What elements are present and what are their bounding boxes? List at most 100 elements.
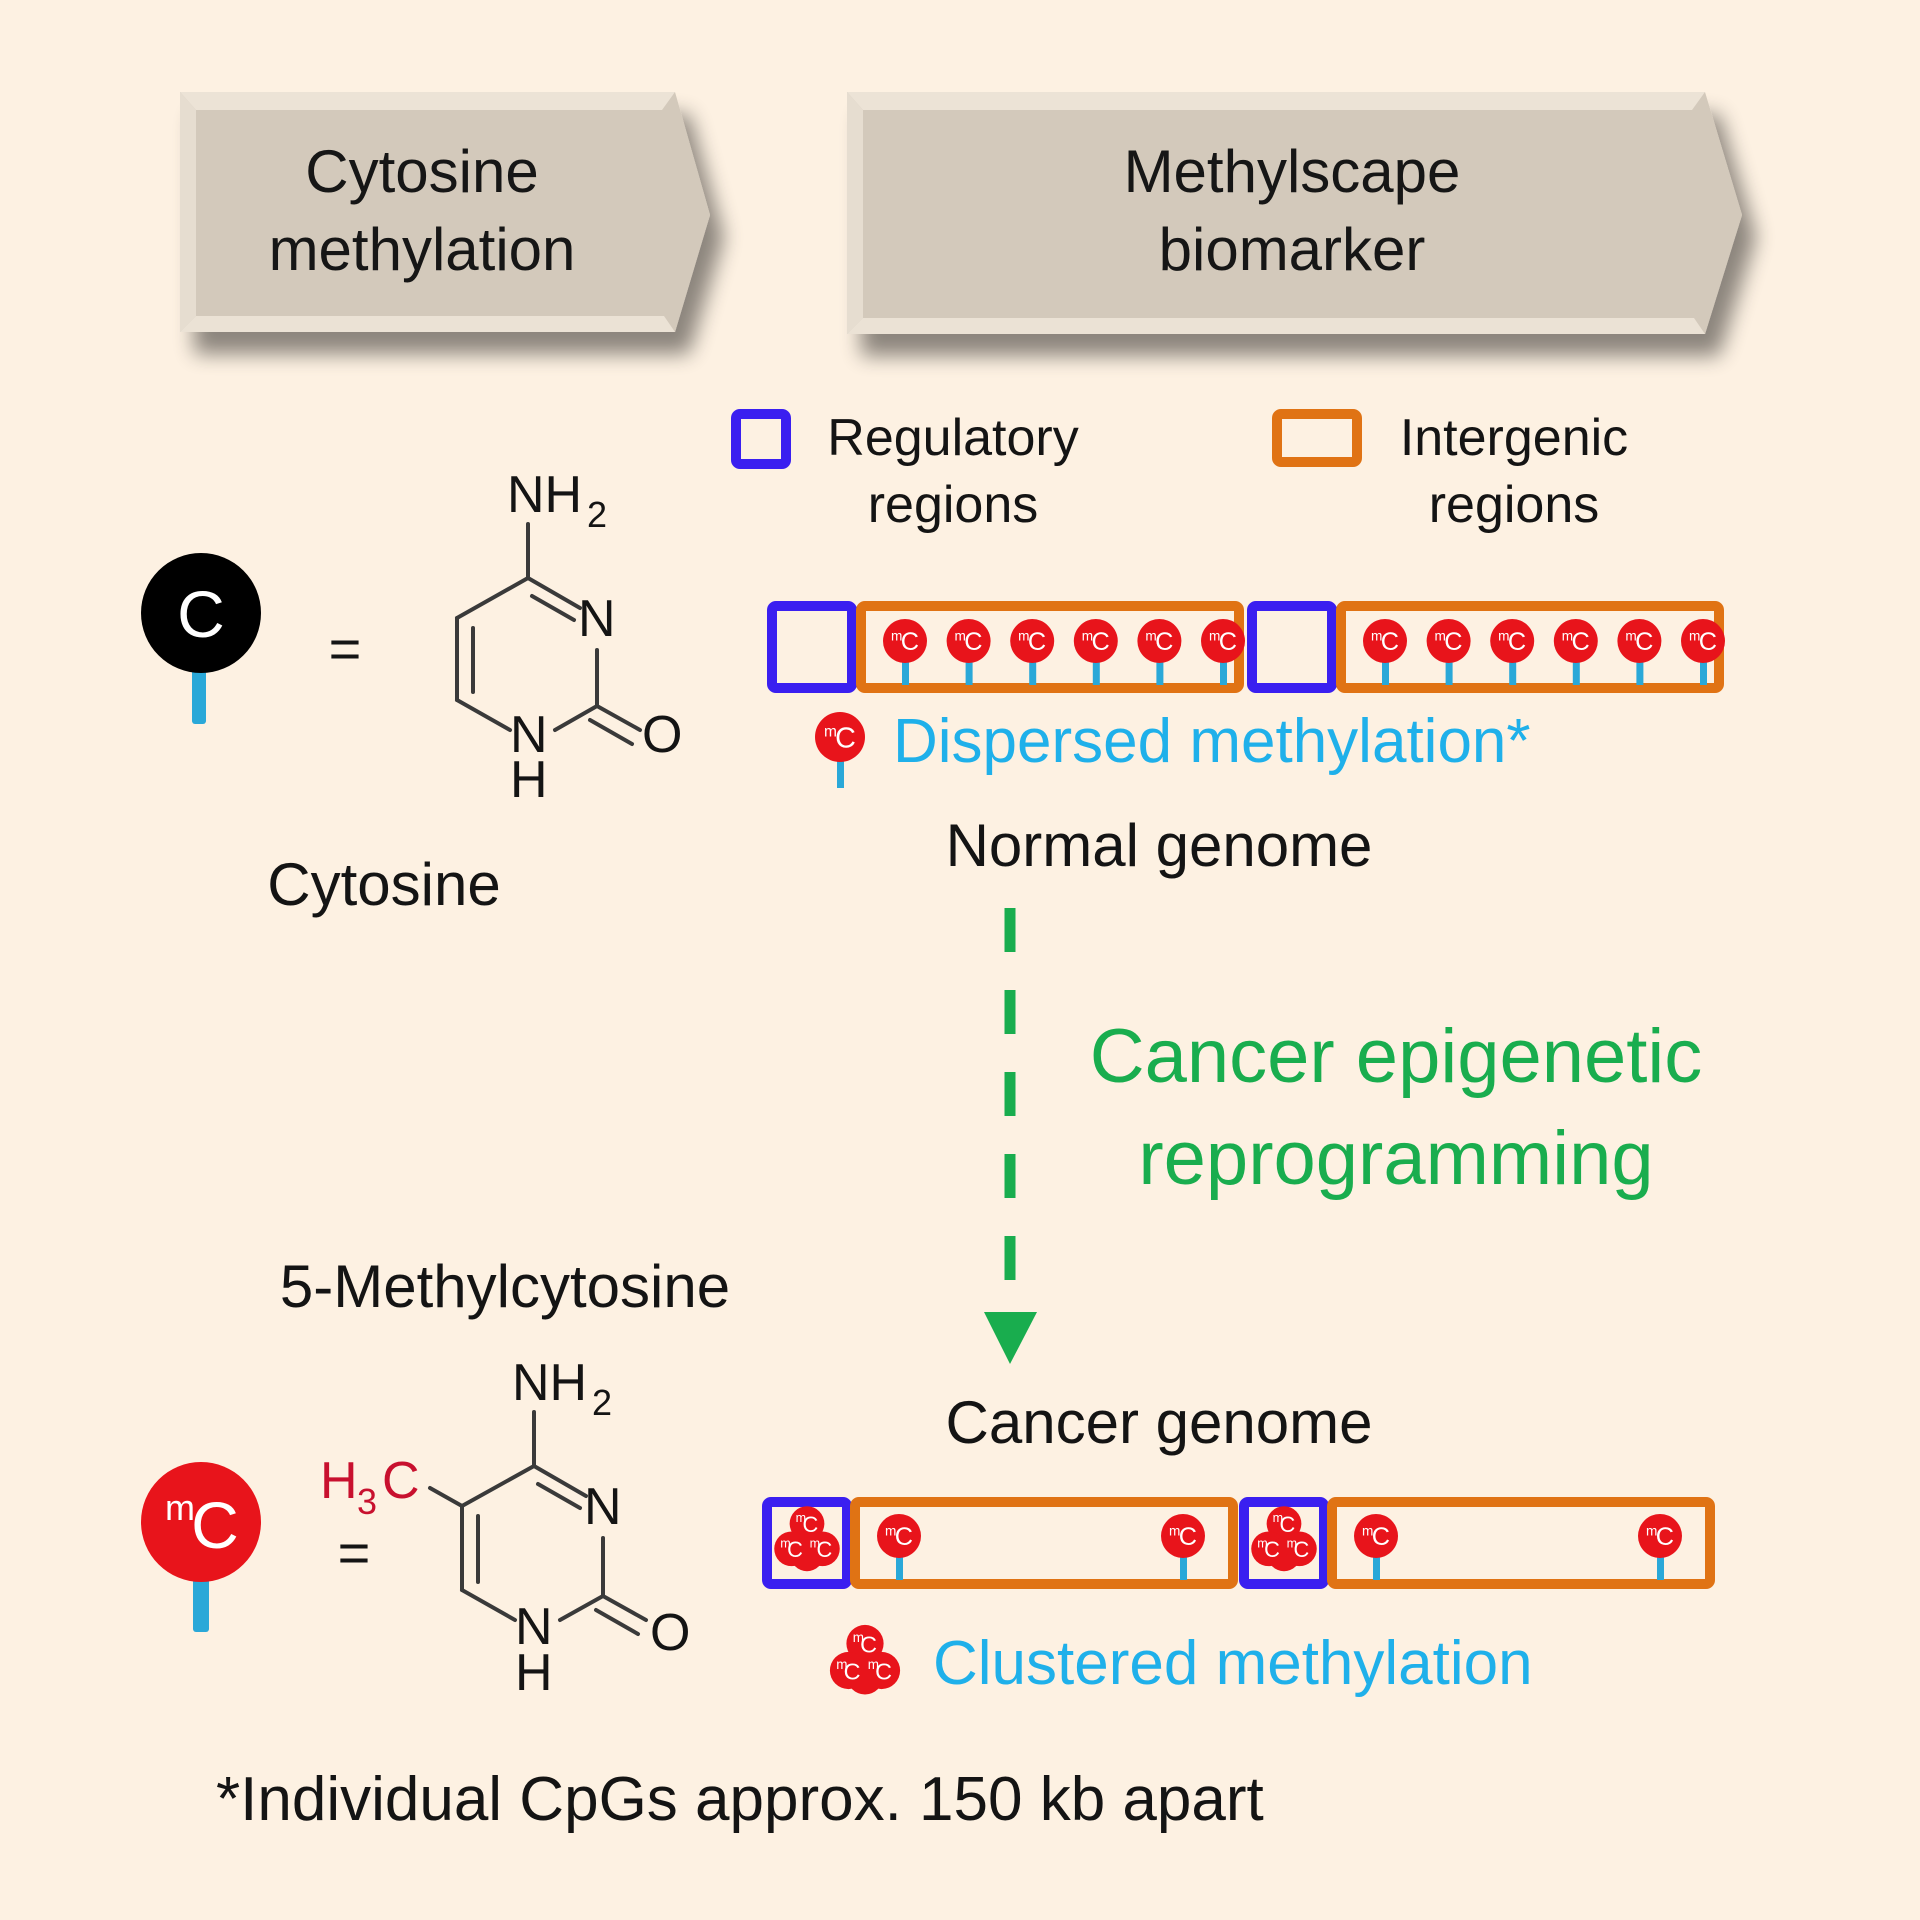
regulatory-region	[762, 1497, 852, 1589]
cytosine-o: O	[642, 706, 682, 764]
legend-regulatory-line2: regions	[868, 476, 1039, 534]
mc-marker-icon	[1553, 619, 1598, 663]
marker-sup: m	[1362, 1524, 1373, 1539]
methylated-cpg-marker: mC	[1490, 619, 1535, 685]
regulatory-region	[767, 601, 857, 693]
marker-label: C	[1635, 628, 1653, 656]
mc-marker-icon	[1354, 1514, 1398, 1558]
marker-sup: m	[1169, 1524, 1180, 1539]
marker-sup: m	[824, 724, 837, 741]
marker-stem	[1029, 659, 1037, 685]
mc-marker-icon	[1638, 1514, 1682, 1558]
mc-marker-icon	[883, 619, 927, 663]
cytosine-token-label: C	[177, 577, 225, 651]
marker-label: C	[802, 1512, 818, 1537]
marker-sup: m	[1145, 629, 1156, 644]
marker-sup: m	[836, 1657, 847, 1672]
methylated-cpg-marker: mC	[877, 1514, 921, 1580]
mc-marker-icon	[1201, 619, 1245, 663]
cytosine-nh2: NH	[507, 466, 582, 524]
arrow-bevel-left	[847, 92, 863, 334]
arrow-bevel	[180, 92, 675, 110]
marker-label: C	[1381, 628, 1399, 656]
mc-marker-icon	[1617, 619, 1662, 663]
marker-sup: m	[1287, 1536, 1298, 1550]
methylcytosine-o: O	[650, 1604, 690, 1662]
transition-line1: Cancer epigenetic	[1090, 1014, 1703, 1099]
legend-intergenic: Intergenic regions	[1272, 409, 1628, 534]
methylcytosine-ch3-c: C	[382, 1452, 420, 1510]
cytosine-nh2-sub: 2	[587, 494, 607, 535]
mc-marker-icon	[1137, 619, 1182, 663]
marker-stem	[1373, 1554, 1380, 1580]
marker-sup: m	[1209, 629, 1220, 644]
cytosine-n3: N	[578, 590, 616, 648]
marker-label: C	[1264, 1537, 1280, 1562]
methylated-cpg-marker: mC	[1073, 619, 1118, 685]
marker-sup: m	[955, 629, 966, 644]
marker-sup: m	[810, 1536, 821, 1550]
marker-sup: m	[1498, 629, 1509, 644]
cluster-blob	[847, 1658, 883, 1695]
cluster-blob	[790, 1537, 824, 1572]
marker-sup: m	[1562, 629, 1573, 644]
marker-sup: m	[891, 629, 902, 644]
methylated-cpg-marker: mC	[1161, 1514, 1205, 1580]
marker-sup: m	[1082, 629, 1093, 644]
marker-stem	[1700, 659, 1707, 685]
marker-label: C	[835, 723, 856, 755]
methylated-cpg-marker: mC	[946, 619, 991, 685]
footnote: *Individual CpGs approx. 150 kb apart	[216, 1765, 1264, 1834]
cytosine-token-icon	[141, 553, 261, 673]
methylated-cpg-marker: mC	[1010, 619, 1055, 685]
header-arrow-cytosine-methylation: Cytosine methylation	[180, 92, 710, 332]
marker-sup: m	[1625, 629, 1636, 644]
cytosine-token: C	[141, 553, 261, 724]
methylated-cpg-marker: mC	[883, 619, 927, 685]
mc-marker-icon	[1073, 619, 1118, 663]
marker-stem	[1572, 659, 1580, 685]
marker-label: C	[844, 1659, 861, 1685]
marker-stem	[896, 1554, 903, 1580]
token-stem	[192, 660, 206, 724]
marker-label: C	[1028, 628, 1046, 656]
mc-marker-icon	[946, 619, 991, 663]
methylcytosine-token-label: C	[191, 1488, 239, 1562]
methylated-cpg-marker: mC	[815, 712, 865, 788]
header-left-line2: methylation	[269, 216, 576, 283]
arrow-shape	[180, 92, 710, 332]
marker-label: C	[1219, 628, 1237, 656]
marker-label: C	[1444, 628, 1462, 656]
marker-sup: m	[1257, 1536, 1268, 1550]
marker-sup: m	[1646, 1524, 1657, 1539]
legend-intergenic-line1: Intergenic	[1400, 409, 1628, 467]
methylcytosine-nh2-sub: 2	[592, 1382, 612, 1423]
legend-regulatory-line1: Regulatory	[827, 409, 1078, 467]
marker-label: C	[1571, 628, 1589, 656]
marker-sup: m	[796, 1511, 807, 1525]
dispersed-methylation-icon: mC	[815, 712, 865, 788]
methylated-cpg-marker: mC	[1553, 619, 1598, 685]
marker-label: C	[901, 628, 919, 656]
methylated-cpg-marker: mC	[1426, 619, 1471, 685]
methylated-cpg-marker: mC	[1201, 619, 1245, 685]
marker-label: C	[816, 1537, 832, 1562]
cluster-blob	[846, 1624, 884, 1663]
header-right-line1: Methylscape	[1124, 138, 1461, 205]
methylcytosine-name: 5-Methylcytosine	[280, 1253, 730, 1320]
arrow-bevel	[847, 92, 1705, 110]
mc-marker-icon	[1363, 619, 1407, 663]
mc-marker-icon	[1010, 619, 1055, 663]
mc-marker-icon	[1426, 619, 1471, 663]
marker-stem	[1636, 659, 1644, 685]
marker-sup: m	[1371, 629, 1382, 644]
marker-sup: m	[853, 1630, 864, 1645]
marker-sup: m	[1435, 629, 1446, 644]
methylcytosine-ch3-sub: 3	[357, 1481, 377, 1522]
marker-label: C	[1699, 628, 1717, 656]
